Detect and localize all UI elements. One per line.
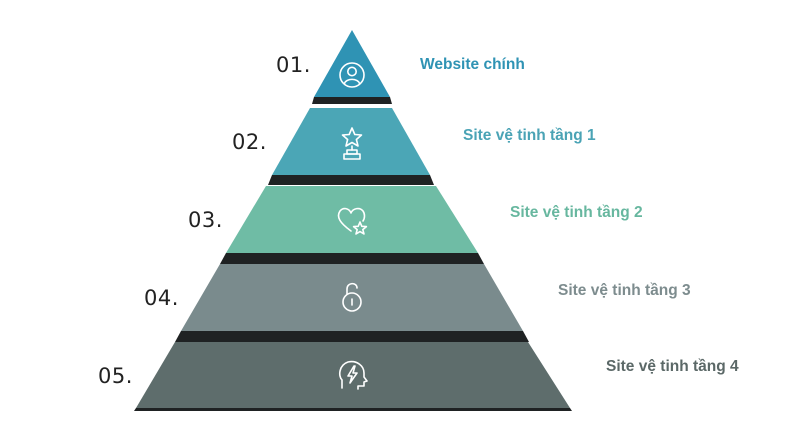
star-trophy-icon: [341, 127, 363, 160]
tier-2-number: 02.: [232, 130, 267, 154]
tier-3-shadow: [220, 253, 484, 264]
tier-5-label: Site vệ tinh tầng 4: [606, 358, 739, 375]
tier-2-shape: [272, 108, 430, 175]
user-circle-icon: [339, 62, 365, 88]
tier-2-label: Site vệ tinh tầng 1: [463, 127, 596, 144]
tier-1-number: 01.: [276, 53, 311, 77]
tier-1-shadow: [312, 97, 392, 104]
tier-5-number: 05.: [98, 364, 133, 388]
tier-4-shadow: [175, 331, 529, 342]
tier-4-shape: [181, 264, 523, 331]
tier-3-number: 03.: [188, 208, 223, 232]
head-lightning-icon: [338, 360, 368, 390]
tier-5-shape: [136, 342, 570, 408]
tier-5-shadow: [134, 408, 572, 411]
open-padlock-icon: [342, 282, 362, 312]
heart-star-icon: [337, 207, 368, 235]
tier-4-label: Site vệ tinh tầng 3: [558, 282, 691, 299]
tier-3-shape: [226, 186, 478, 253]
tier-3-label: Site vệ tinh tầng 2: [510, 204, 643, 221]
tier-1-label: Website chính: [420, 56, 525, 73]
tier-2-shadow: [268, 175, 434, 185]
tier-4-number: 04.: [144, 286, 179, 310]
